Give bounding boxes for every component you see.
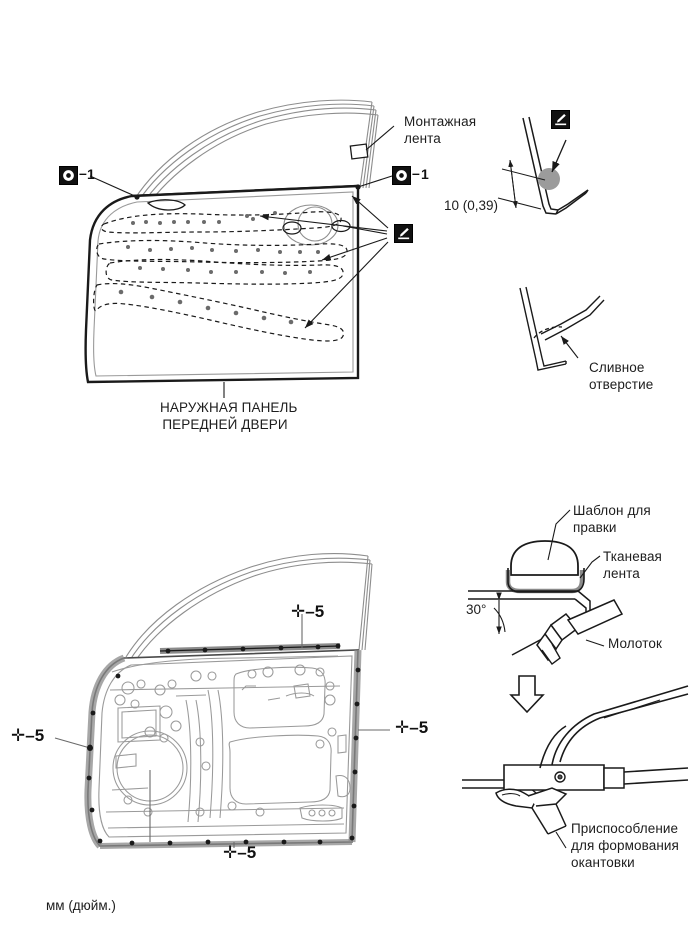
hammer-angle-label: 30° [466,602,487,617]
hemming-tool-label-line3: окантовки [571,855,635,870]
dot-in-square-icon [396,170,407,181]
drain-hole-label-line1: Сливное [589,360,645,375]
front-door-assembly-drawing [54,553,390,849]
straightening-template-label-line2: правки [573,520,617,535]
sealant-applicator-badge-right [551,110,570,129]
hem-marker-bottom-value: 5 [246,843,257,862]
sealant-applicator-icon [398,228,410,240]
dot-in-square-icon [63,170,74,181]
hammer-label: Молоток [608,636,662,651]
cloth-tape-label-line2: лента [603,566,640,581]
cloth-tape-label-line1: Тканевая [603,549,662,564]
callout-dash-right: – [412,165,420,181]
hemming-tool-label-line2: для формования [571,838,679,853]
front-door-outer-panel-drawing [84,99,395,398]
outer-panel-caption-line1: НАРУЖНАЯ ПАНЕЛЬ [160,400,298,415]
callout-badge-left [59,166,78,185]
sealant-applicator-icon [555,114,567,126]
down-arrow-icon [509,675,545,714]
callout-badge-right [392,166,411,185]
hem-marker-top-value: 5 [314,602,325,621]
mounting-tape-label-line1: Монтажная [404,114,477,129]
drain-hole-section-drawing [519,286,605,371]
hem-marker-right: ✛–5 [395,718,429,737]
units-note: мм (дюйм.) [46,898,116,913]
sealant-applicator-badge-left [394,224,413,243]
sealant-bead-section-drawing [497,116,589,215]
hem-marker-bottom: ✛–5 [223,843,257,862]
callout-number-right: 1 [421,166,429,182]
hem-marker-left-value: 5 [34,726,45,745]
hem-marker-right-value: 5 [418,718,429,737]
outer-panel-caption-line2: ПЕРЕДНЕЙ ДВЕРИ [162,417,288,432]
mounting-tape-label-line2: лента [404,131,441,146]
hemming-tool-label-line1: Приспособление [571,821,679,836]
hem-marker-left: ✛–5 [11,726,45,745]
sealant-bead-dimension: 10 (0,39) [444,198,499,213]
hemming-tool-drawing [462,685,689,849]
hammer-dolly-drawing [468,509,624,665]
callout-dash-left: – [79,165,87,181]
hem-marker-top: ✛–5 [291,602,325,621]
drain-hole-label-line2: отверстие [589,377,654,392]
straightening-template-label-line1: Шаблон для [573,503,651,518]
callout-number-left: 1 [87,166,95,182]
